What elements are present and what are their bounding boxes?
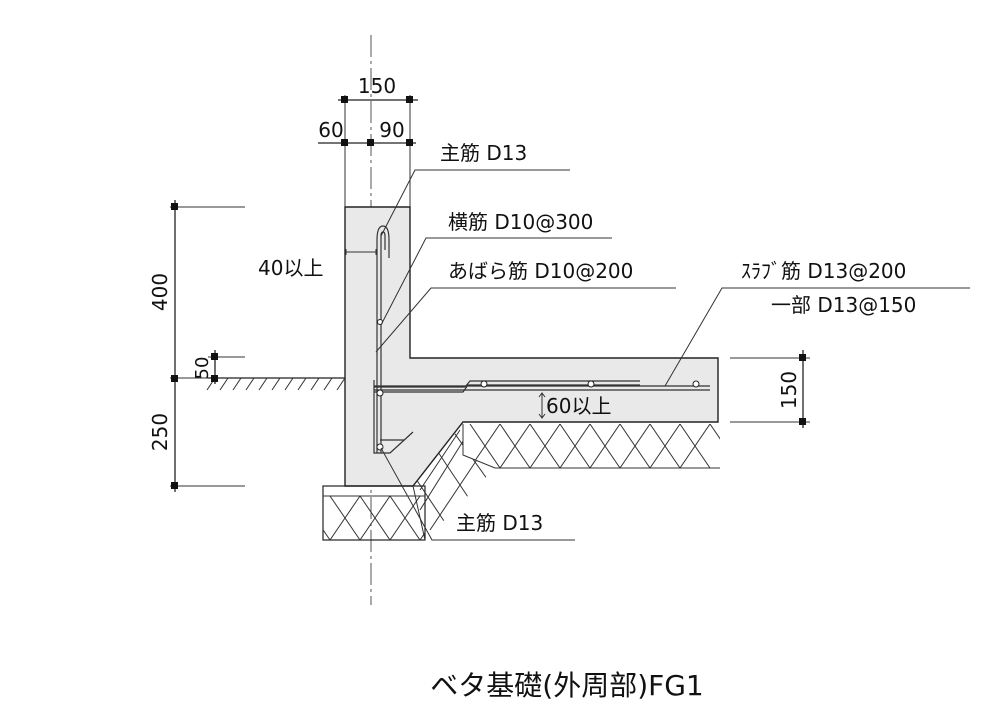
left-dimension (170, 200, 245, 492)
label-cover-wall: 40以上 (258, 256, 323, 280)
label-main-bar-top: 主筋 D13 (440, 141, 527, 165)
dim-slab-thickness: 150 (777, 371, 801, 409)
dim-top-left: 60 (318, 118, 343, 142)
concrete-section (344, 206, 719, 487)
base-block (322, 485, 426, 541)
label-slab-bar-partial: 一部 D13@150 (771, 293, 916, 317)
label-main-bar-bottom: 主筋 D13 (456, 511, 543, 535)
dim-top-total: 150 (358, 74, 396, 98)
dim-ground-offset: 50 (192, 357, 213, 380)
leader-lines (375, 169, 970, 541)
label-horizontal-bar: 横筋 D10@300 (448, 210, 593, 234)
label-slab-bar: ｽﾗﾌﾞ筋 D13@200 (741, 259, 906, 283)
drawing-title: ベタ基礎(外周部)FG1 (430, 669, 703, 702)
ground-hatch (206, 377, 346, 391)
label-rib-bar: あばら筋 D10@200 (448, 259, 633, 283)
dim-top-right: 90 (379, 118, 404, 142)
top-dimension (318, 95, 418, 207)
dim-below-ground: 250 (148, 413, 172, 451)
dim-wall-height: 400 (148, 273, 172, 311)
gravel-hatching-lower (323, 495, 425, 540)
gravel-hatching (469, 424, 720, 468)
label-cover-slab: 60以上 (546, 394, 611, 418)
right-dimension (730, 350, 810, 428)
